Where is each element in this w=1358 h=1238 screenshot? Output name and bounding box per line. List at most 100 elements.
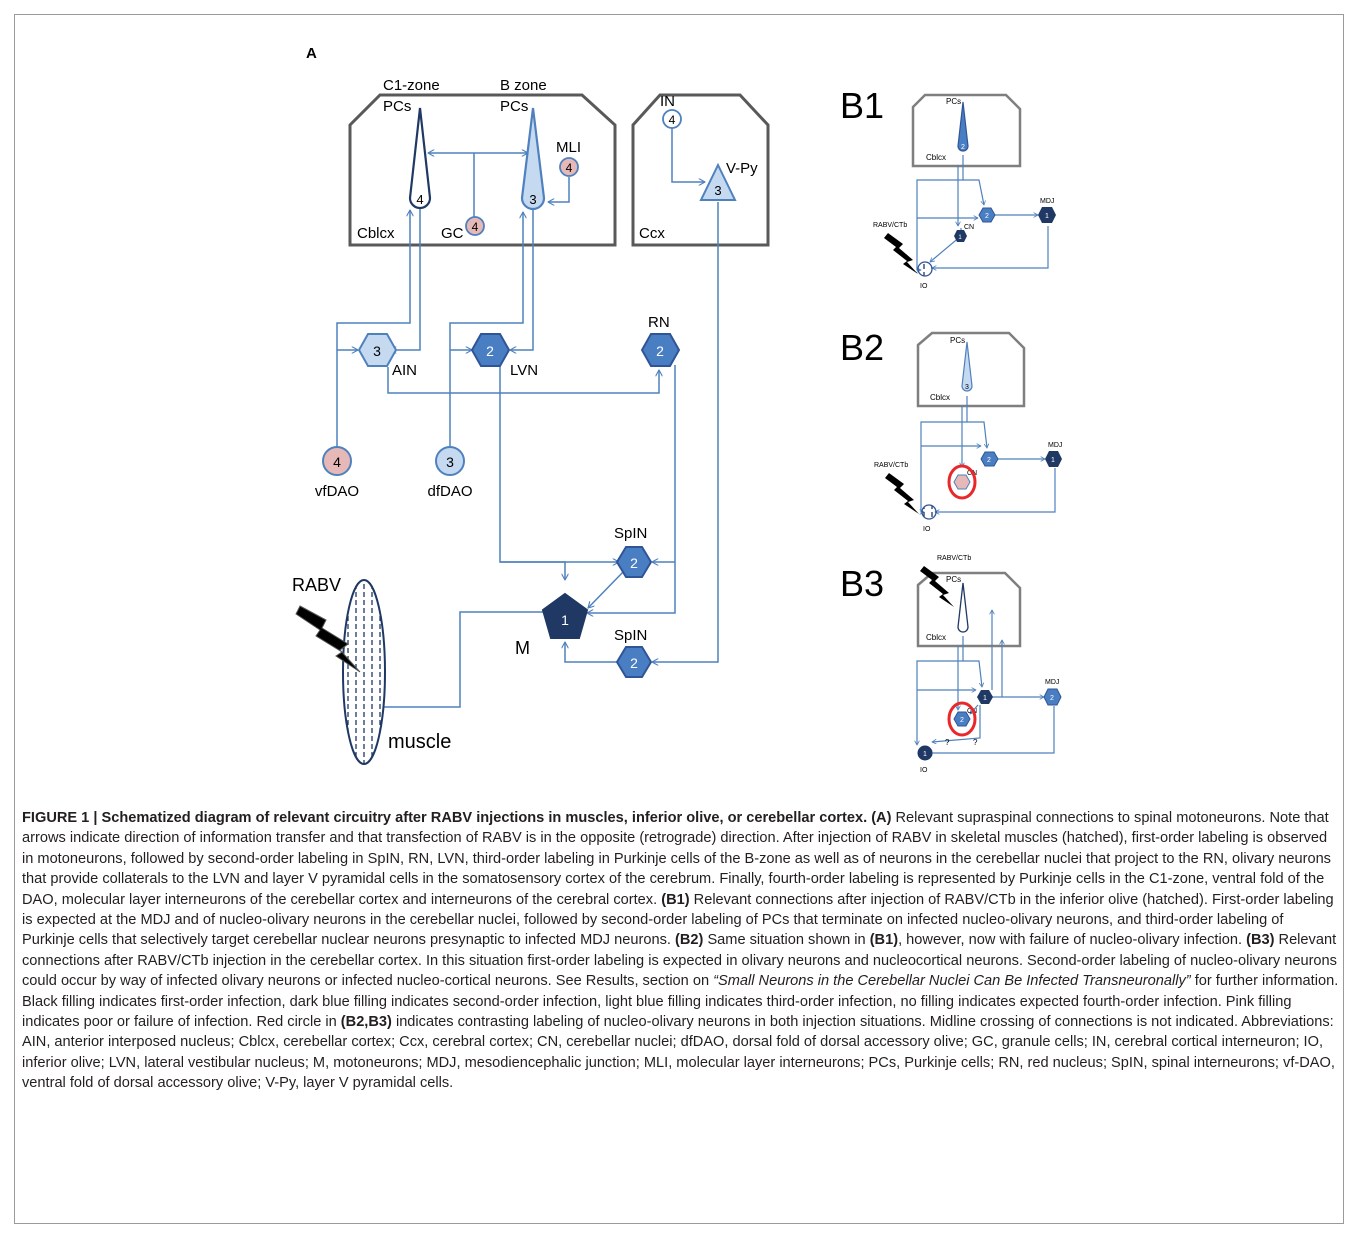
b1-nuc-number: 2	[985, 213, 989, 220]
b1-rabv-label: RABV/CTb	[873, 222, 907, 229]
ain-number: 3	[373, 343, 381, 359]
cblcx-label: Cblcx	[357, 225, 395, 242]
caption-b2-text-b: , however, now with failure of nucleo-ol…	[898, 932, 1247, 949]
b1-mdj-number: 1	[1045, 213, 1049, 220]
b3-cn-cell	[953, 711, 971, 727]
vfdao-number: 4	[333, 454, 341, 470]
ain-cell	[357, 333, 398, 367]
b3-io-label: IO	[920, 767, 928, 774]
caption-a-text: Relevant supraspinal connections to spin…	[22, 810, 1331, 908]
b3-question-1: ?	[945, 738, 950, 747]
m-number: 1	[561, 612, 569, 628]
b1-mdj-cell	[1038, 207, 1056, 223]
b2-mdj-number: 1	[1051, 457, 1055, 464]
spin-bottom-label: SpIN	[614, 627, 647, 644]
b1-nuc-cell	[978, 207, 996, 223]
panel-a-label: A	[306, 45, 317, 62]
b3-mdj-number: 2	[1050, 695, 1054, 702]
b1-io-cell	[917, 261, 933, 277]
in-label: IN	[660, 93, 675, 110]
panel-b1: B1 PCs Cblcx 2 2 1 CN 1 MDJ IO RABV/CTb	[840, 85, 1056, 290]
caption-b2-ref: (B1)	[869, 932, 899, 949]
caption-red-ref: (B2,B3)	[340, 1014, 392, 1031]
spin-bottom-cell	[615, 646, 653, 678]
b1-cblcx-box	[911, 93, 1022, 168]
b2-cblcx-label: Cblcx	[930, 393, 950, 402]
vpy-cell	[699, 162, 737, 201]
motoneuron-cell	[541, 592, 589, 639]
b1-cn-label: CN	[964, 224, 974, 231]
panel-b3: B3 PCs Cblcx 1 2 CN 2 MDJ 1 IO ? ? RA	[840, 555, 1062, 774]
caption-results-ref: “Small Neurons in the Cerebellar Nuclei …	[713, 973, 1191, 990]
caption-text-d: indicates contrasting labeling of nucleo…	[22, 1014, 1335, 1092]
caption-b3-text: Relevant connections after RABV/CTb inje…	[22, 932, 1337, 990]
b3-red-circle	[947, 701, 977, 737]
b2-mdj-cell	[1045, 451, 1062, 467]
cblcx-box	[348, 93, 617, 247]
lightning-icon	[295, 605, 361, 673]
mli-label: MLI	[556, 139, 581, 156]
lvn-cell	[470, 333, 511, 367]
b1-pcs-label: PCs	[946, 97, 961, 106]
b1-cblcx-label: Cblcx	[926, 153, 946, 162]
in-number: 4	[669, 113, 676, 127]
spin-bottom-number: 2	[630, 655, 638, 671]
b2-cblcx-box	[916, 331, 1026, 408]
rabv-label: RABV	[292, 575, 341, 595]
vpy-label: V-Py	[726, 160, 758, 177]
m-label: M	[515, 638, 530, 658]
b2-lightning-icon	[885, 473, 919, 514]
b3-mdj-label: MDJ	[1045, 679, 1059, 686]
pc-b-cell	[520, 107, 546, 211]
b3-io-number: 1	[923, 751, 927, 758]
spin-top-label: SpIN	[614, 525, 647, 542]
figure-frame	[14, 14, 1344, 1224]
b2-nuc-cell	[980, 451, 999, 467]
b3-cblcx-box	[916, 571, 1022, 648]
b3-cn-number: 2	[960, 717, 964, 724]
b3-nuc-cell	[977, 690, 993, 704]
caption-b3-label: (B3)	[1246, 932, 1275, 949]
mli-number: 4	[566, 161, 573, 175]
pcs-c1-label: PCs	[383, 98, 411, 115]
figure-caption: FIGURE 1 | Schematized diagram of releva…	[22, 808, 1340, 1094]
b2-pc-number: 3	[965, 384, 969, 391]
gc-number: 4	[472, 220, 479, 234]
muscle-shape	[342, 579, 386, 765]
b1-pc-cell	[957, 101, 969, 152]
b3-pc-cell	[957, 582, 969, 633]
caption-b1-label: (B1)	[661, 891, 690, 908]
b1-lightning-icon	[884, 233, 918, 274]
lvn-number: 2	[486, 343, 494, 359]
gc-cell	[465, 216, 485, 236]
figure-diagram: A	[292, 45, 1062, 774]
pc-c1-number: 4	[416, 192, 423, 207]
spin-top-number: 2	[630, 555, 638, 571]
rn-label: RN	[648, 314, 670, 331]
c1-zone-label: C1-zone	[383, 77, 440, 94]
caption-text-c: for further information. Black filling i…	[22, 973, 1339, 1031]
caption-b1-text: Relevant connections after injection of …	[22, 891, 1334, 949]
spin-top-cell	[615, 546, 653, 578]
caption-b2-text-a: Same situation shown in	[703, 932, 870, 949]
pc-b-number: 3	[529, 192, 536, 207]
pc-c1-cell	[408, 107, 432, 210]
b2-pc-cell	[961, 341, 973, 392]
vfdao-cell	[322, 446, 352, 476]
b3-nuc-number: 1	[983, 695, 987, 702]
b2-io-label: IO	[923, 526, 931, 533]
mli-cell	[559, 157, 579, 177]
b3-lightning-icon	[920, 566, 954, 607]
caption-b2-label: (B2)	[675, 932, 704, 949]
b-zone-label: B zone	[500, 77, 547, 94]
b3-cblcx-label: Cblcx	[926, 633, 946, 642]
rn-cell	[640, 333, 681, 367]
b2-rabv-label: RABV/CTb	[874, 462, 908, 469]
ain-label: AIN	[392, 362, 417, 379]
b3-title: B3	[840, 563, 884, 604]
b2-nuc-number: 2	[987, 457, 991, 464]
gc-label: GC	[441, 225, 464, 242]
pcs-b-label: PCs	[500, 98, 528, 115]
b2-red-circle	[947, 464, 977, 500]
dfdao-number: 3	[446, 454, 454, 470]
